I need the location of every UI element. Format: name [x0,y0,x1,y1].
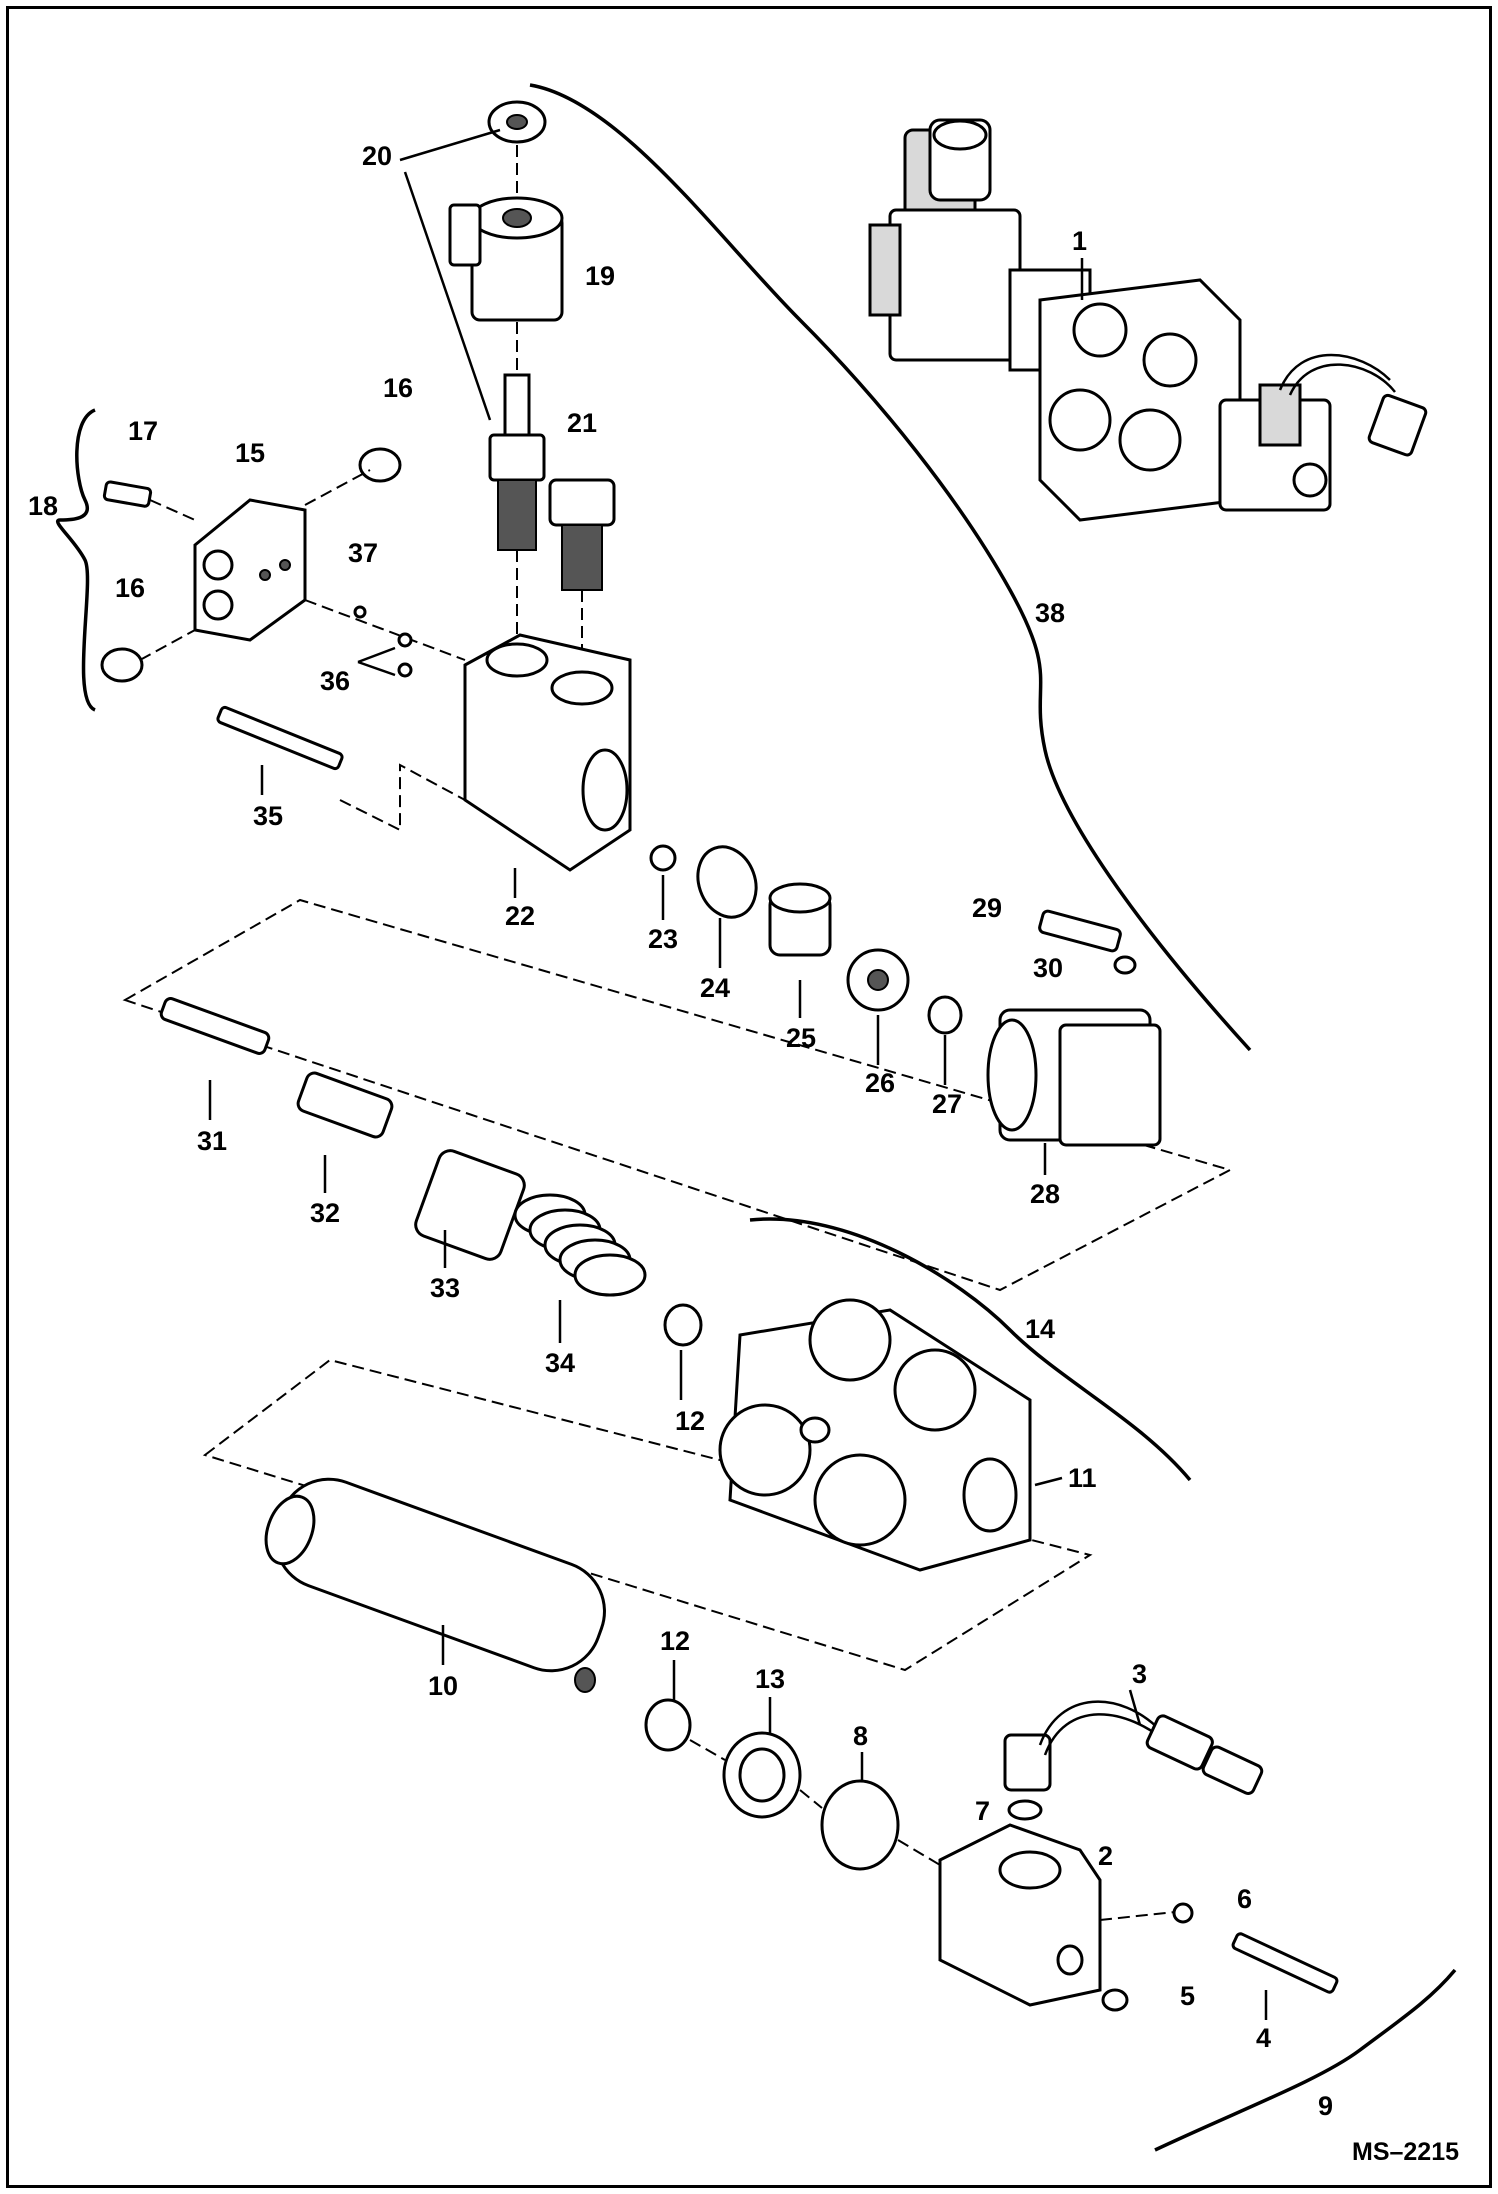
callout-12a: 12 [675,1406,705,1436]
callout-23: 23 [648,924,678,954]
callout-30: 30 [1033,953,1063,983]
spring-34 [513,1193,647,1297]
callout-3: 3 [1132,1659,1147,1689]
braces [56,83,1457,2152]
callout-12b: 12 [660,1626,690,1656]
callout-7: 7 [975,1796,990,1826]
callout-28: 28 [1030,1179,1060,1209]
callout-16a: 16 [383,373,413,403]
callout-19: 19 [585,261,615,291]
callout-33: 33 [430,1273,460,1303]
callout-22: 22 [505,901,535,931]
callout-31: 31 [197,1126,227,1156]
callout-29: 29 [972,893,1002,923]
callout-9: 9 [1318,2091,1333,2121]
callout-2: 2 [1098,1841,1113,1871]
complete-valve-assembly [868,118,1428,522]
callout-6: 6 [1237,1884,1252,1914]
callout-5: 5 [1180,1981,1195,2011]
main-block-22 [216,633,632,872]
callout-27: 27 [932,1089,962,1119]
callout-37: 37 [348,538,378,568]
valve-body-11 [202,1298,1093,1693]
leader-ticks [208,258,1268,2020]
callout-11: 11 [1068,1463,1097,1493]
callout-34: 34 [545,1348,575,1378]
callout-18: 18 [28,491,58,521]
callout-21: 21 [567,408,597,438]
figure-id: MS–2215 [1352,2138,1459,2166]
callout-14: 14 [1025,1314,1055,1344]
upper-dashed-group [122,844,1233,1347]
callout-13: 13 [755,1664,785,1694]
callouts: 1 2 3 4 5 6 7 8 9 10 11 12 12 13 14 15 1… [28,141,1333,2121]
callout-17: 17 [128,416,158,446]
callout-4: 4 [1256,2023,1271,2053]
callout-8: 8 [853,1721,868,1751]
callout-20: 20 [362,141,392,171]
callout-38: 38 [1035,598,1065,628]
callout-26: 26 [865,1068,895,1098]
callout-36: 36 [320,666,350,696]
solenoid-stack [448,100,616,660]
block-15-group [100,447,466,683]
callout-25: 25 [786,1023,816,1053]
callout-32: 32 [310,1198,340,1228]
end-cap-group [644,1698,1339,2012]
drawing-frame [6,6,1492,2188]
callout-10: 10 [428,1671,458,1701]
callout-15: 15 [235,438,265,468]
callout-35: 35 [253,801,283,831]
callout-24: 24 [700,973,730,1003]
callout-1: 1 [1072,226,1087,256]
callout-16b: 16 [115,573,145,603]
